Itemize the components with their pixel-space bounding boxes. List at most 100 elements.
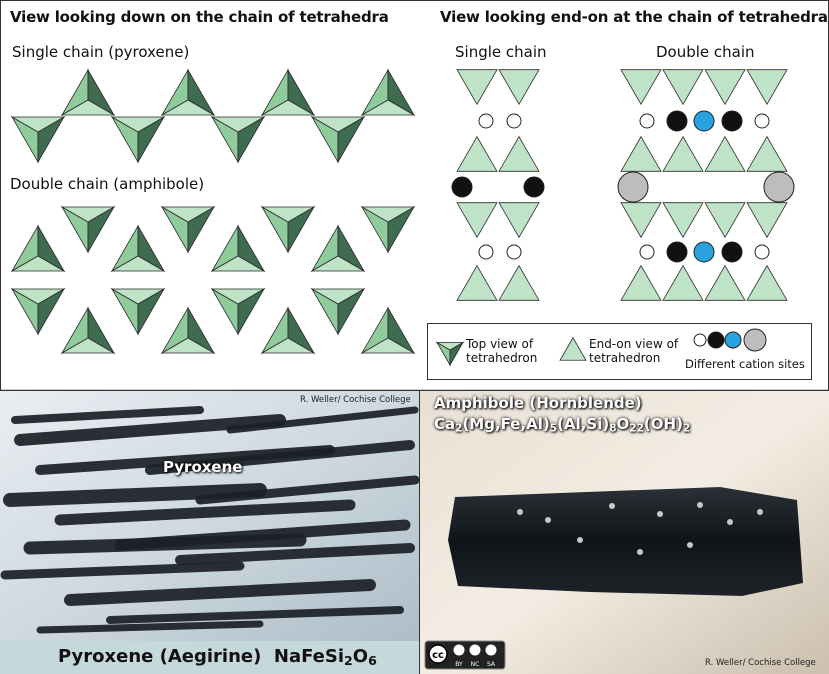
cation-site [721,110,743,132]
pyroxene-crystal [106,606,404,624]
pyroxene-crystal [11,406,204,424]
nc-icon [469,644,481,656]
tetrahedron-top-view [10,224,66,273]
caption-pyroxene: Pyroxene (Aegirine) NaFeSi2O6 [58,646,377,668]
tetrahedron-end-view [662,69,704,106]
legend-cation-blue [724,331,742,349]
tetrahedron-top-view [360,205,416,254]
tetrahedron-end-view [746,69,788,106]
cation-site [639,113,655,129]
license-sa: SA [487,661,496,668]
heading-top-view: View looking down on the chain of tetrah… [10,8,389,26]
single-chain-end-view [451,69,545,301]
caption-pyroxene-name: Pyroxene (Aegirine) [58,646,262,667]
pyroxene-crystal [175,543,415,565]
tetrahedron-top-view [260,205,316,254]
cation-site-white [478,113,494,129]
tetrahedron-top-view [110,224,166,273]
legend-cation-gray [743,328,767,352]
label-single-chain-pyroxene: Single chain (pyroxene) [12,43,190,61]
double-chain-top-view [10,205,416,355]
tetrahedron-end-view [662,202,704,239]
tetrahedron-top-view [60,306,116,355]
tetrahedron-end-view [704,69,746,106]
double-chain-end-view [617,69,795,301]
tetrahedron-end-view [704,135,746,172]
crystal-speckle [545,517,551,523]
pyroxene-crystal [64,579,376,606]
cation-site [666,110,688,132]
pyroxene-crystal [3,483,267,507]
pyroxene-crystal [145,440,415,475]
tetrahedron-end-view [662,264,704,301]
by-icon [453,644,465,656]
tetrahedron-top-view [360,306,416,355]
svg-text:cc: cc [432,650,444,661]
pyroxene-crystal-texture [0,406,420,634]
tetrahedron-top-view [435,341,465,367]
pyroxene-caption-bar [0,641,419,674]
tetrahedron-top-view [60,68,116,117]
tetrahedron-top-view [210,287,266,336]
cation-site [693,241,715,263]
pyroxene-crystal [36,620,264,634]
tetrahedron-end-view [498,69,540,106]
tetrahedron-end-view [620,69,662,106]
legend-cation-label: Different cation sites [685,357,805,371]
tetrahedron-end-view [746,202,788,239]
tetrahedron-end-view [746,135,788,172]
cc-icon [428,644,448,664]
tetrahedron-top-view [210,115,266,164]
crystal-speckle [609,503,615,509]
crystal-speckle [657,511,663,517]
label-double-chain-end: Double chain [656,43,755,61]
amphibole-photo [420,391,829,674]
sa-icon [485,644,497,656]
credit-right: R. Weller/ Cochise College [705,658,816,668]
tetrahedron-end-view [662,135,704,172]
cation-site-gray [763,171,795,203]
tetrahedron-end-view [704,264,746,301]
pyroxene-photo [0,391,420,674]
tetrahedron-top-view [260,306,316,355]
tetrahedron-end-view [704,202,746,239]
cation-site [693,110,715,132]
crystal-speckle [697,502,703,508]
tetrahedron-top-view [160,68,216,117]
pyroxene-crystal [114,519,411,551]
tetrahedron-end-view [559,336,587,361]
formula-amphibole: Ca2(Mg,Fe,Al)5(Al,Si)8O22(OH)2 [434,415,691,435]
tetrahedron-top-view [160,205,216,254]
crystal-speckle [687,542,693,548]
tetrahedron-end-view [498,135,540,172]
crystal-speckle [517,509,523,515]
legend-icons [435,328,767,367]
tetrahedron-end-view [746,264,788,301]
legend-cation-white [693,333,707,347]
tetrahedron-top-view [310,115,366,164]
license-by: BY [455,661,463,668]
tetrahedron-top-view [160,306,216,355]
tetrahedron-top-view [310,287,366,336]
tetrahedron-top-view [210,224,266,273]
tetrahedron-top-view [10,115,66,164]
cation-site [721,241,743,263]
tetrahedron-top-view [110,115,166,164]
crystal-speckle [577,537,583,543]
tetrahedron-end-view [620,135,662,172]
cation-site-white [478,244,494,260]
photo-title-amphibole: Amphibole (Hornblende) [434,394,642,412]
hornblende-crystal [448,487,803,596]
pyroxene-crystal [0,561,245,580]
tetrahedron-end-view [620,202,662,239]
tetrahedron-top-view [60,205,116,254]
cation-site [754,244,770,260]
cation-site-white [506,113,522,129]
crystal-speckles [517,502,763,555]
crystal-speckle [757,509,763,515]
tetrahedron-top-view [110,287,166,336]
cation-site [754,113,770,129]
